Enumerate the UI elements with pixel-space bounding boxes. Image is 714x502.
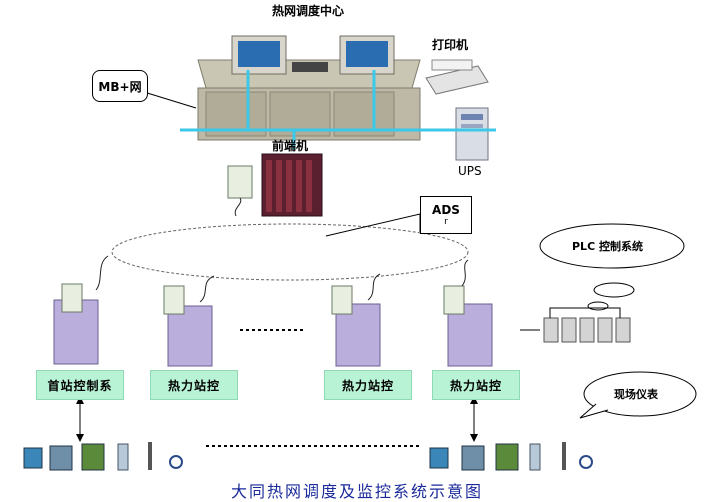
station-rack-4	[443, 259, 493, 367]
plc-cloud	[539, 223, 685, 311]
ads-callout: ADS r	[420, 196, 472, 234]
frontend-rack	[227, 153, 323, 217]
station-box-1: 首站控制系	[36, 370, 124, 400]
center-title: 热网调度中心	[272, 4, 345, 18]
ads-network-ring	[111, 223, 469, 281]
mb-network-label: MB+网	[98, 79, 142, 94]
printer-label: 打印机	[432, 38, 469, 52]
ads-sub-label: r	[444, 217, 448, 227]
station-rack-1	[53, 255, 109, 365]
station-rack-3	[331, 273, 381, 367]
station-box-4: 热力站控	[432, 370, 520, 400]
station-rack-2	[163, 275, 215, 367]
footer-title: 大同热网调度及监控系统示意图	[230, 482, 483, 501]
field-label: 现场仪表	[614, 388, 658, 401]
ups-label: UPS	[458, 164, 482, 178]
mb-network-callout: MB+网	[92, 70, 148, 102]
connector-2	[470, 396, 478, 442]
printer-icon	[425, 59, 489, 95]
plc-label: PLC 控制系统	[572, 240, 643, 253]
control-desk	[197, 35, 421, 141]
station-box-3: 热力站控	[324, 370, 412, 400]
connector-1	[76, 396, 84, 442]
field-instruments-right	[429, 442, 593, 471]
field-instrument-cloud	[579, 371, 697, 419]
plc-devices	[520, 307, 631, 343]
frontend-label: 前端机	[272, 139, 309, 153]
ads-label: ADS	[432, 203, 460, 217]
ups-icon	[455, 107, 489, 161]
station-box-2: 热力站控	[150, 370, 238, 400]
field-instruments-left	[23, 442, 183, 471]
